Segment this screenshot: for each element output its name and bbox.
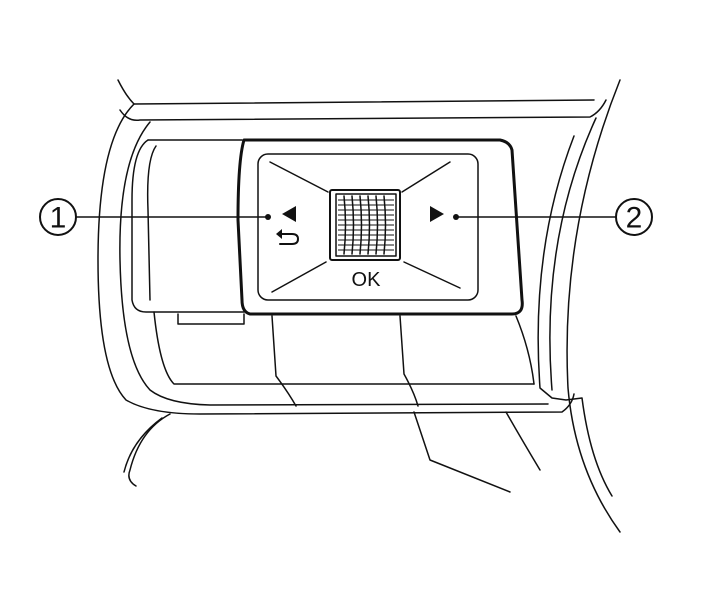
back-arrow-icon	[276, 229, 299, 245]
wheel-housing	[97, 79, 621, 533]
ok-label: OK	[352, 269, 382, 291]
callout-2-dot	[453, 214, 459, 220]
scroll-wheel-icon[interactable]	[329, 189, 401, 261]
callout-2-number: 2	[626, 202, 643, 235]
switch-bezel	[236, 138, 524, 316]
callout-2: 2	[453, 198, 653, 236]
left-arrow-icon[interactable]	[282, 206, 296, 222]
callout-1-dot	[265, 214, 271, 220]
callout-1: 1	[39, 198, 271, 236]
control-panel	[257, 153, 479, 301]
right-arrow-icon[interactable]	[430, 206, 444, 222]
callout-1-number: 1	[50, 202, 67, 235]
